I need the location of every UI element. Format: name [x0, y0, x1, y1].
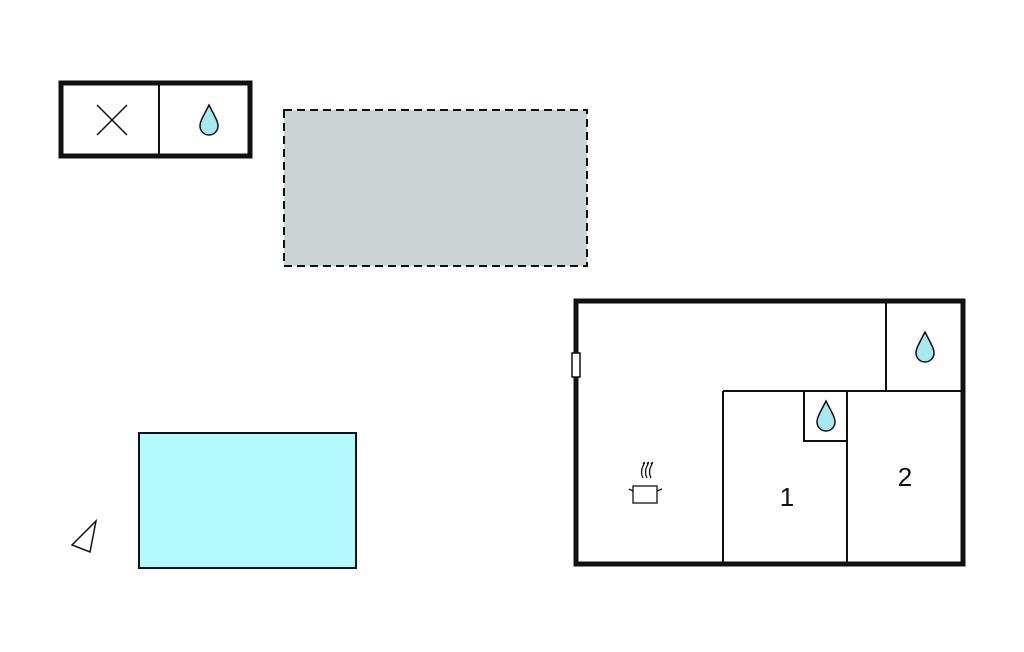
bedroom-2-label: 2: [898, 462, 912, 492]
outhouse-wall: [58, 80, 253, 159]
water-drop-icon: [199, 103, 219, 136]
outhouse: [58, 80, 253, 159]
water-drop-icon: [816, 399, 836, 432]
bedroom-1-label: 1: [780, 482, 794, 512]
water-drop-icon: [915, 330, 935, 363]
small-bath: [803, 390, 848, 442]
pool: [138, 432, 357, 569]
house-outer-wall: [573, 298, 966, 567]
window-icon: [571, 352, 581, 378]
main-house: 1 2: [571, 298, 966, 567]
cooking-pot-icon: [628, 461, 663, 504]
close-x-icon: [96, 104, 128, 136]
terrace-area: [283, 109, 588, 267]
compass-arrow-icon: [70, 518, 98, 554]
